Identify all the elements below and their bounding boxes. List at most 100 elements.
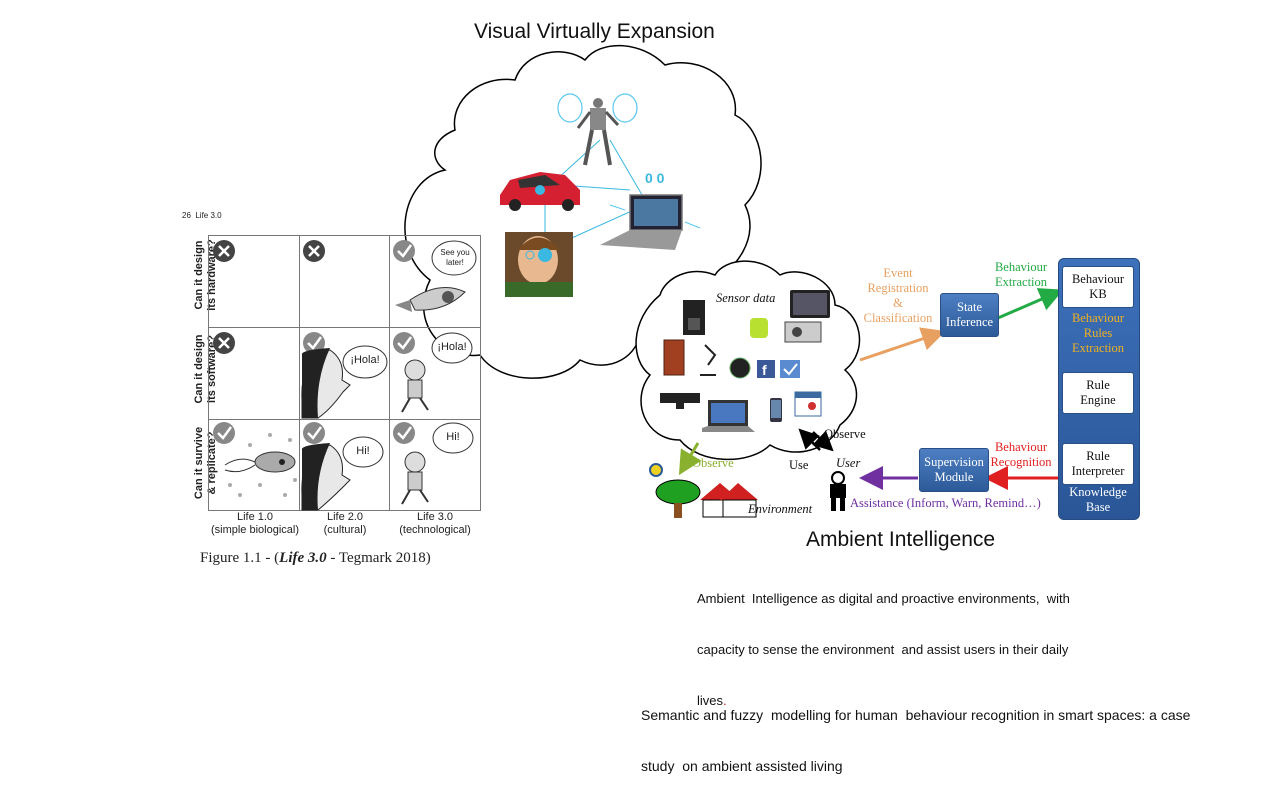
behaviour-rules-extraction-label: Behaviour Rules Extraction <box>1060 311 1136 356</box>
house-icon <box>700 483 758 518</box>
calendar-icon <box>794 391 822 417</box>
svg-text:0 0: 0 0 <box>645 170 665 186</box>
bubble-text-hola-2: ¡Hola! <box>350 354 380 366</box>
behaviour-extraction-label: Behaviour Extraction <box>988 260 1054 290</box>
ambient-description-line2: capacity to sense the environment and as… <box>697 642 1069 657</box>
observe-user-arrow-2 <box>812 430 834 452</box>
tablet-icon <box>790 290 830 318</box>
supervision-module-line2: Module <box>934 470 974 484</box>
coffee-maker-icon <box>683 300 705 335</box>
rule-interpreter-line1: Rule <box>1086 449 1110 463</box>
state-inference-line1: State <box>957 300 982 314</box>
x-icon <box>213 240 235 262</box>
speech-bubble-hola-2 <box>342 345 388 379</box>
sensor-data-label: Sensor data <box>716 291 776 305</box>
behaviour-kb-line1: Behaviour <box>1071 272 1125 286</box>
col-label-life2-line2: (cultural) <box>323 524 367 536</box>
woman-face-illustration <box>301 348 351 419</box>
recognition-line1: Behaviour <box>994 440 1048 454</box>
check-icon <box>213 422 235 444</box>
rule-interpreter-line2: Interpreter <box>1071 464 1125 478</box>
caption-book-title: Life 3.0 <box>279 550 327 566</box>
rules-extraction-line1: Behaviour <box>1071 311 1125 325</box>
event-label-line4: Classification <box>863 311 933 325</box>
use-label: Use <box>789 458 809 472</box>
x-icon <box>213 332 235 354</box>
check-icon <box>393 422 415 444</box>
red-car-image <box>500 172 580 211</box>
recognition-line2: Recognition <box>990 455 1052 469</box>
ambient-description-lives: lives <box>697 693 724 708</box>
page-header: 26 Life 3.0 <box>182 211 222 220</box>
extraction-line2: Extraction <box>994 275 1048 289</box>
ambient-description: Ambient Intelligence as digital and proa… <box>697 556 1070 726</box>
col-label-life3: Life 3.0 (technological) <box>385 511 485 537</box>
rocket-illustration <box>395 287 466 312</box>
event-registration-arrow <box>859 327 946 362</box>
event-label-line1: Event <box>883 266 913 280</box>
door-icon <box>663 339 685 376</box>
rule-engine-line2: Engine <box>1080 393 1116 407</box>
robot-kid-illustration <box>401 451 429 505</box>
col-label-life1-line1: Life 1.0 <box>236 511 274 523</box>
bubble-text-hi-2: Hi! <box>356 445 370 457</box>
col-label-life3-line1: Life 3.0 <box>416 511 454 523</box>
speech-bubble-hi-3 <box>432 422 474 454</box>
event-label-line2: Registration <box>867 281 929 295</box>
speech-bubble-hi-2 <box>342 436 384 468</box>
ambient-description-line1: Ambient Intelligence as digital and proa… <box>697 591 1070 606</box>
user-figure-icon <box>830 471 846 511</box>
robot-figure-image <box>557 93 638 166</box>
laptop-sensor-icon <box>702 400 755 432</box>
smartphone-icon <box>770 398 782 422</box>
knowledge-base-line1: Knowledge <box>1069 485 1127 499</box>
caption-suffix: - Tegmark 2018) <box>326 550 431 566</box>
observe-user-label: Observe <box>824 427 866 441</box>
bubble-text-hi-3: Hi! <box>446 431 460 443</box>
bubble-text-hola-3: ¡Hola! <box>437 341 467 353</box>
supervision-module-line1: Supervision <box>924 455 984 469</box>
rules-extraction-line2: Rules <box>1083 326 1113 340</box>
kinect-icon <box>660 393 700 409</box>
life-grid-illustrations <box>213 240 477 511</box>
check-icon <box>393 240 415 262</box>
state-inference-line2: Inference <box>945 315 994 329</box>
behaviour-recognition-label: Behaviour Recognition <box>985 440 1057 470</box>
behaviour-kb-line2: KB <box>1089 287 1107 301</box>
col-label-life2-line1: Life 2.0 <box>326 511 364 523</box>
rules-extraction-line3: Extraction <box>1071 341 1125 355</box>
ambient-intelligence-title: Ambient Intelligence <box>806 528 996 551</box>
user-label: User <box>836 456 861 470</box>
environment-label: Environment <box>748 502 813 516</box>
speech-bubble-see-you-later <box>431 240 477 276</box>
check-icon <box>393 332 415 354</box>
col-label-life1: Life 1.0 (simple biological) <box>205 511 305 537</box>
facebook-icon: f <box>757 360 775 378</box>
citation-line2: study on ambient assisted living <box>641 758 843 774</box>
robot-kid-illustration <box>401 359 429 413</box>
speech-bubble-hola-3 <box>431 332 473 364</box>
ambient-description-line3: lives. <box>697 692 1070 709</box>
check-icon <box>303 332 325 354</box>
cell-3-3 <box>389 419 481 511</box>
rule-engine-line1: Rule <box>1086 378 1110 392</box>
check-icon <box>303 422 325 444</box>
knowledge-base-line2: Base <box>1085 500 1111 514</box>
watch-icon <box>729 357 751 379</box>
ambient-description-dot: . <box>723 693 727 708</box>
extraction-line1: Behaviour <box>994 260 1048 274</box>
laptop-image: 0 0 <box>600 170 701 250</box>
lamp-icon <box>700 344 717 376</box>
citation-line1: Semantic and fuzzy modelling for human b… <box>641 707 1191 723</box>
bubble-text-later: later! <box>446 258 464 267</box>
foursquare-icon <box>780 360 800 378</box>
tree-icon <box>655 479 701 518</box>
citation: Semantic and fuzzy modelling for human b… <box>641 673 1190 792</box>
x-icon <box>303 240 325 262</box>
assistance-label: Assistance (Inform, Warn, Remind…) <box>850 496 1041 510</box>
flower-icon <box>649 463 663 477</box>
svg-text:f: f <box>762 362 767 378</box>
